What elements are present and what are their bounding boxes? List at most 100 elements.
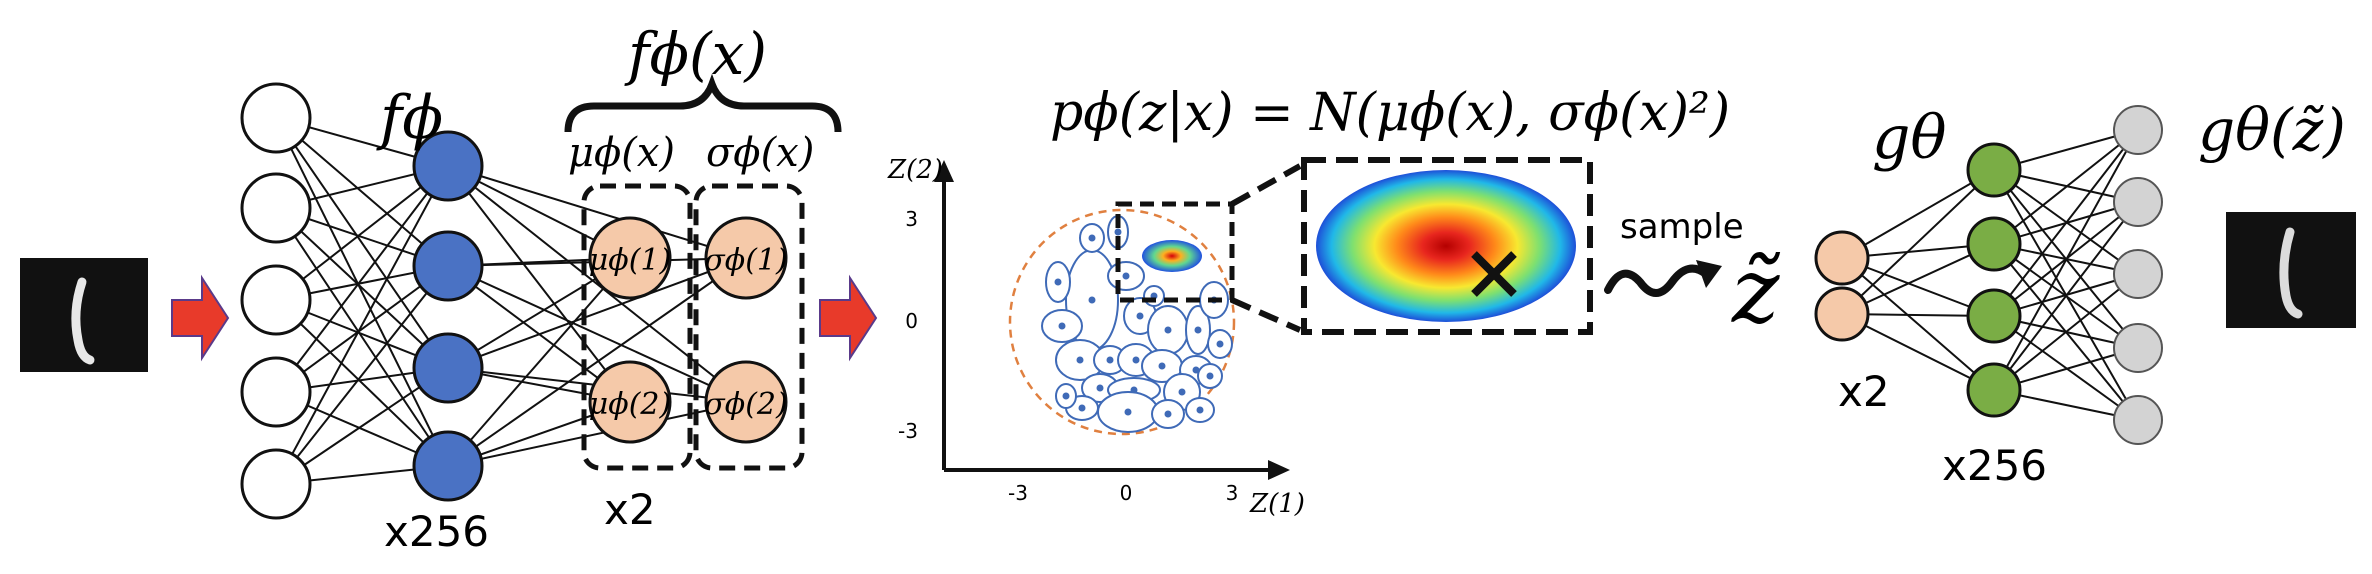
zoom-source-box (1115, 201, 1235, 303)
y-tick-neg3: -3 (898, 419, 918, 443)
posterior-mean-dot (1122, 272, 1130, 280)
sample-arrow (1604, 260, 1722, 297)
posterior-mean-dot (1164, 326, 1172, 334)
posterior-mean-dot (1164, 410, 1172, 418)
latent-param-nodes: μϕ(1) μϕ(2) σϕ(1) σϕ(2) (588, 216, 788, 444)
decoder-output-node (2113, 105, 2163, 155)
encoder-input-node (240, 356, 312, 428)
posterior-mean-dot (1088, 234, 1096, 242)
encoder-output-label: fϕ(x) (624, 20, 767, 88)
input-arrow (171, 274, 230, 362)
encoder-input-node (240, 264, 312, 336)
latent-plot: Z(2) Z(1) -3 0 3 3 0 -3 (887, 155, 1305, 519)
decoder-input-node (1814, 286, 1870, 342)
encoder-input-node (240, 82, 312, 154)
decoder-hidden-node (1966, 142, 2022, 198)
decoder-output-node (2113, 323, 2163, 373)
encoder-hidden-node (412, 230, 484, 302)
sigma-box (693, 183, 805, 471)
posterior-mean-dot (1194, 326, 1202, 334)
decoder-hidden-node (1966, 362, 2022, 418)
decoder-output-node (2113, 177, 2163, 227)
y-axis-label: Z(2) (887, 155, 943, 185)
encoder-label: fϕ (376, 83, 443, 153)
y-tick-3: 3 (905, 207, 918, 231)
decoder-edge (1993, 129, 2139, 245)
x-axis-arrowhead (1268, 460, 1290, 480)
zoom-connector-top (1230, 163, 1302, 207)
zoomed-posterior (1301, 157, 1593, 335)
zoom-connector-bottom (1230, 297, 1302, 333)
encoder-edge (275, 165, 449, 393)
decoder-hidden-node (1966, 288, 2022, 344)
decoder-input-layer (1814, 230, 1870, 342)
decoder-edge (1993, 129, 2139, 317)
sigma1-node (704, 216, 788, 300)
sample-label: sample (1620, 207, 1744, 247)
mu-box (581, 183, 693, 471)
posterior-mean-dot (1058, 322, 1066, 330)
mu2-text: μϕ(2) (589, 387, 671, 422)
mu-label: μϕ(x) (568, 130, 675, 176)
posterior-mean-dot (1088, 296, 1096, 304)
posterior-mean-dot (1062, 392, 1070, 400)
encoder-hidden-node (412, 430, 484, 502)
encoder-hidden-node (412, 130, 484, 202)
sigma2-node (704, 360, 788, 444)
encoder-edge (275, 117, 449, 267)
posterior-mean-dot (1124, 408, 1132, 416)
decoder-output-node (2113, 249, 2163, 299)
encoder-edge (275, 265, 449, 485)
encoder-edge (447, 165, 747, 403)
posterior-mean-dot (1136, 312, 1144, 320)
encoder-edge (275, 207, 449, 369)
posterior-mean-dot (1096, 384, 1104, 392)
posterior-mean-dot (1132, 356, 1140, 364)
selected-posterior (1142, 240, 1202, 272)
encoder-connections (275, 117, 747, 485)
z-tilde: z̃ (1731, 239, 1781, 344)
x-tick-neg3: -3 (1008, 481, 1028, 505)
decoder-output-label: gθ(z̃) (2198, 96, 2346, 164)
posterior-mean-dot (1114, 228, 1122, 236)
sample-cross-icon (1471, 251, 1517, 297)
decoder-edge (1841, 169, 1995, 259)
encoder-edge (275, 299, 449, 467)
posterior-mean-dot (1216, 340, 1224, 348)
encoder-hidden-node (412, 332, 484, 404)
decoder-output-node (2113, 395, 2163, 445)
encoder-arrow (819, 274, 878, 362)
decoder-edge (1993, 273, 2139, 391)
encoder-edge (275, 165, 449, 301)
mu1-node (588, 216, 672, 300)
decoder-hidden-layer (1966, 142, 2022, 418)
sigma1-text: σϕ(1) (704, 243, 787, 278)
encoder-edge (447, 265, 747, 403)
decoder-edge (1993, 129, 2139, 391)
input-digit-image (20, 258, 148, 372)
encoder-input-node (240, 172, 312, 244)
decoder-edge (1841, 313, 1995, 391)
encoder-output-brace (564, 73, 842, 133)
x-tick-0: 0 (1120, 481, 1133, 505)
sigma-label: σϕ(x) (706, 130, 814, 176)
decoder-hidden-node (1966, 216, 2022, 272)
posterior-mean-dot (1076, 356, 1084, 364)
decoder-edge (1841, 243, 1995, 315)
decoder-output-layer (2113, 105, 2163, 445)
mu1-text: μϕ(1) (589, 243, 671, 278)
decoder-input-node (1814, 230, 1870, 286)
mu2-node (588, 360, 672, 444)
encoder-hidden-layer (412, 130, 484, 502)
encoder-edge (275, 165, 449, 485)
posterior-mean-dot (1054, 278, 1062, 286)
y-axis-arrowhead (934, 160, 954, 182)
encoder-edge (447, 257, 747, 369)
encoder-edge (275, 117, 449, 467)
decoder-edge (1841, 257, 1995, 391)
posterior-formula: pϕ(z|x) = N(μϕ(x), σϕ(x)²) (1050, 83, 1730, 143)
y-tick-0: 0 (905, 309, 918, 333)
encoder-edge (275, 265, 449, 393)
encoder-edge (275, 207, 449, 467)
